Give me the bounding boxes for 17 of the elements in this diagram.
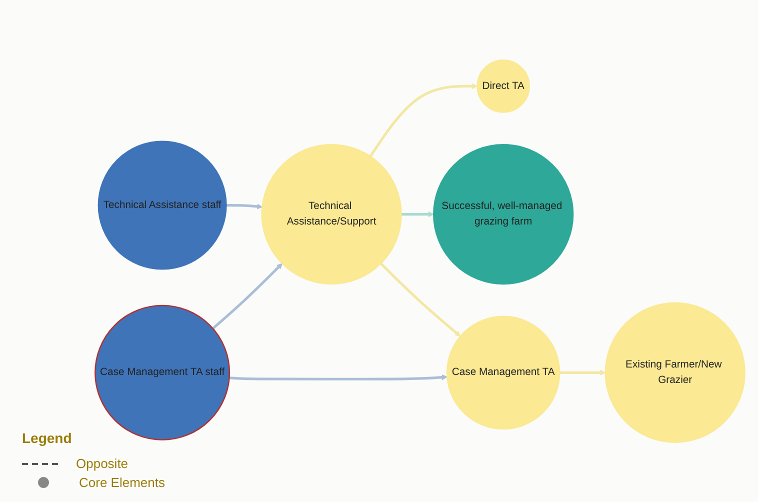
arrow bbox=[229, 374, 448, 380]
node-circle: Case Management TA bbox=[446, 315, 560, 430]
legend-label: Core Elements bbox=[79, 475, 165, 490]
legend-title: Legend bbox=[22, 430, 72, 446]
arrow bbox=[226, 203, 262, 210]
node-circle: Technical Assistance staff bbox=[98, 140, 227, 270]
node-circle: Direct TA bbox=[476, 59, 530, 113]
node-circle: Case Management TA staff bbox=[94, 304, 230, 440]
arrow bbox=[380, 262, 461, 336]
arrow bbox=[560, 370, 606, 376]
node-circle: Successful, well-managed grazing farm bbox=[433, 144, 574, 284]
node-circle: Technical Assistance/Support bbox=[261, 144, 402, 284]
node-circle: Existing Farmer/New Grazier bbox=[604, 302, 746, 443]
arrow bbox=[369, 83, 478, 157]
arrow bbox=[212, 262, 282, 330]
legend-label: Opposite bbox=[76, 456, 128, 471]
arrow bbox=[401, 211, 434, 217]
